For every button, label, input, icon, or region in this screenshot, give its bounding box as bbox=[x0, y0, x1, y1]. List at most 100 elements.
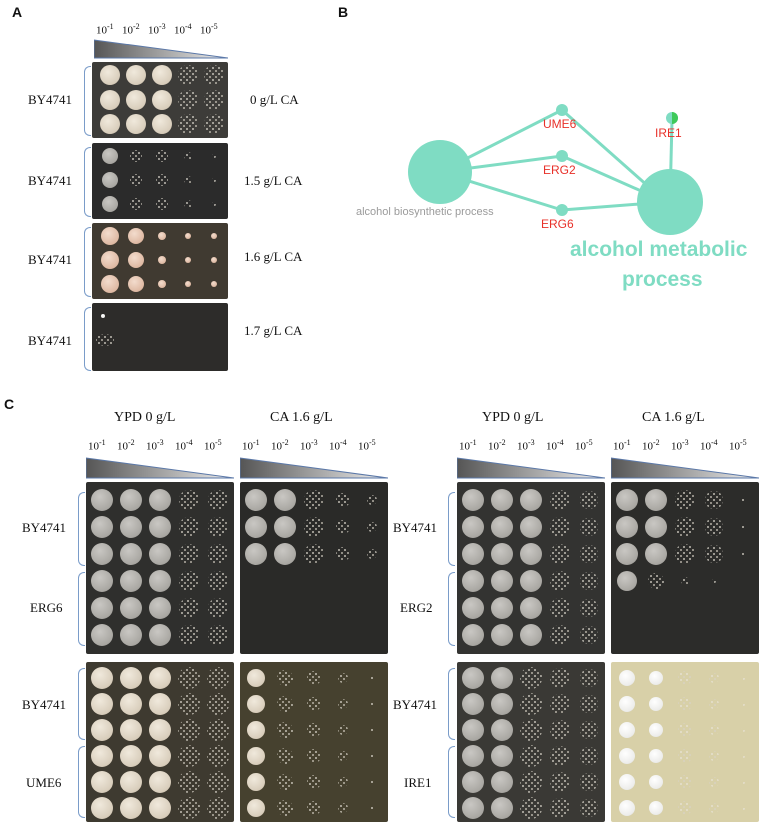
colony-spot bbox=[336, 547, 350, 561]
strain-label: UME6 bbox=[26, 775, 62, 790]
panel-letter-b: B bbox=[338, 4, 349, 20]
colony-spot bbox=[678, 671, 692, 685]
colony-spot bbox=[179, 625, 199, 645]
colony-spot bbox=[491, 516, 513, 538]
colony-spot bbox=[741, 754, 745, 758]
colony-spot bbox=[247, 669, 265, 687]
colony-spot bbox=[130, 198, 142, 210]
colony-spot bbox=[678, 801, 692, 815]
colony-spot bbox=[307, 749, 321, 763]
colony-spot bbox=[212, 202, 216, 206]
colony-spot bbox=[520, 719, 542, 741]
colony-spot bbox=[178, 693, 200, 715]
colony-spot bbox=[550, 668, 570, 688]
colony-spot bbox=[204, 114, 224, 134]
colony-spot bbox=[705, 491, 723, 509]
colony-spot bbox=[619, 696, 635, 712]
colony-spot bbox=[207, 719, 229, 741]
colony-spot bbox=[520, 771, 542, 793]
colony-spot bbox=[149, 719, 171, 741]
colony-spot bbox=[649, 723, 663, 737]
dilution-label: 10-5 bbox=[200, 22, 218, 37]
colony-spot bbox=[307, 775, 321, 789]
dilution-label: 10-5 bbox=[358, 438, 376, 453]
colony-spot bbox=[550, 490, 570, 510]
colony-spot bbox=[208, 598, 228, 618]
colony-spot bbox=[178, 65, 198, 85]
dilution-label: 10-1 bbox=[88, 438, 106, 453]
colony-spot bbox=[338, 673, 348, 683]
colony-spot bbox=[580, 599, 598, 617]
colony-spot bbox=[462, 667, 484, 689]
colony-spot bbox=[580, 518, 598, 536]
colony-spot bbox=[649, 749, 663, 763]
node-ume6 bbox=[556, 104, 568, 116]
colony-spot bbox=[149, 543, 171, 565]
colony-spot bbox=[304, 490, 324, 510]
colony-spot bbox=[156, 198, 168, 210]
colony-spot bbox=[550, 571, 570, 591]
colony-spot bbox=[126, 90, 146, 110]
colony-spot bbox=[678, 775, 692, 789]
colony-spot bbox=[91, 624, 113, 646]
colony-spot bbox=[100, 65, 120, 85]
bracket bbox=[84, 66, 91, 136]
colony-spot bbox=[158, 232, 166, 240]
network-graph bbox=[408, 104, 703, 235]
colony-spot bbox=[211, 257, 217, 263]
colony-spot bbox=[675, 490, 695, 510]
dilution-label: 10-4 bbox=[174, 22, 192, 37]
node-alcohol-metabolic bbox=[637, 169, 703, 235]
colony-spot bbox=[678, 723, 692, 737]
colony-spot bbox=[619, 774, 635, 790]
plate-c-ca-bottom-left bbox=[240, 662, 388, 822]
colony-spot bbox=[158, 256, 166, 264]
colony-spot bbox=[245, 543, 267, 565]
colony-spot bbox=[491, 570, 513, 592]
colony-spot bbox=[307, 723, 321, 737]
colony-spot bbox=[204, 90, 224, 110]
node-erg2 bbox=[556, 150, 568, 162]
colony-spot bbox=[645, 516, 667, 538]
colony-spot bbox=[619, 748, 635, 764]
colony-spot bbox=[91, 597, 113, 619]
panel-letter-c: C bbox=[4, 396, 15, 412]
dilution-label: 10-4 bbox=[175, 438, 193, 453]
node-label-alcohol-biosynthetic: alcohol biosynthetic process bbox=[356, 206, 494, 218]
colony-spot bbox=[204, 65, 224, 85]
colony-spot bbox=[91, 667, 113, 689]
colony-spot bbox=[120, 597, 142, 619]
colony-spot bbox=[207, 693, 229, 715]
colony-spot bbox=[152, 90, 172, 110]
colony-spot bbox=[520, 797, 542, 819]
colony-spot bbox=[580, 626, 598, 644]
colony-spot bbox=[741, 702, 745, 706]
colony-spot bbox=[649, 801, 663, 815]
plate-a-3 bbox=[92, 303, 228, 371]
colony-spot bbox=[520, 693, 542, 715]
bracket bbox=[78, 746, 85, 818]
colony-spot bbox=[491, 543, 513, 565]
colony-spot bbox=[91, 489, 113, 511]
dilution-label: 10-2 bbox=[642, 438, 660, 453]
dilution-label: 10-1 bbox=[242, 438, 260, 453]
colony-spot bbox=[120, 624, 142, 646]
colony-spot bbox=[369, 727, 375, 733]
colony-spot bbox=[338, 699, 348, 709]
colony-spot bbox=[185, 281, 191, 287]
colony-spot bbox=[178, 719, 200, 741]
dilution-label: 10-5 bbox=[575, 438, 593, 453]
colony-spot bbox=[709, 777, 719, 787]
colony-spot bbox=[675, 544, 695, 564]
colony-spot bbox=[645, 489, 667, 511]
colony-spot bbox=[462, 570, 484, 592]
panel-letter-a: A bbox=[12, 4, 23, 20]
gene-label-erg6: ERG6 bbox=[541, 217, 574, 231]
colony-spot bbox=[462, 693, 484, 715]
condition-header: CA 1.6 g/L bbox=[642, 410, 705, 425]
colony-spot bbox=[580, 572, 598, 590]
colony-spot bbox=[369, 753, 375, 759]
colony-spot bbox=[212, 178, 216, 182]
dilution-wedge bbox=[611, 457, 759, 479]
colony-spot bbox=[462, 597, 484, 619]
